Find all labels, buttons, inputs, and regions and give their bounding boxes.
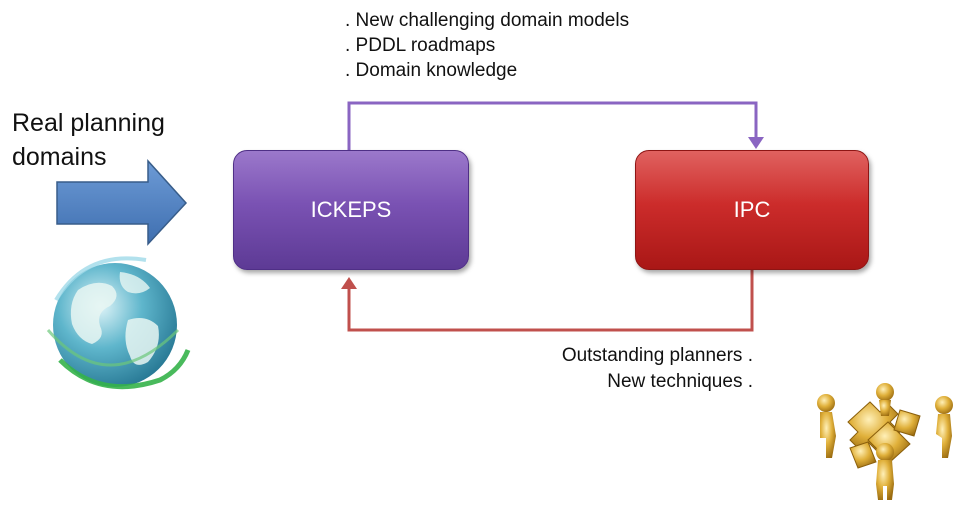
input-label-line: domains	[12, 143, 107, 171]
top-notes: . New challenging domain models . PDDL r…	[345, 8, 629, 83]
edge-ickeps-to-ipc	[347, 101, 764, 150]
node-ickeps-label: ICKEPS	[310, 197, 392, 222]
node-ipc-label: IPC	[733, 197, 771, 222]
globe-icon	[46, 256, 191, 390]
node-ipc: IPC	[635, 150, 869, 270]
bottom-note: Outstanding planners .	[561, 345, 753, 366]
bottom-notes: Outstanding planners . New techniques .	[430, 343, 753, 395]
top-note: . PDDL roadmaps	[345, 35, 496, 56]
input-label: Real planning domains	[12, 106, 165, 174]
people-puzzle-icon	[817, 383, 953, 500]
node-ickeps: ICKEPS	[233, 150, 469, 270]
top-note: . Domain knowledge	[345, 60, 518, 81]
edge-ipc-to-ickeps	[341, 268, 754, 332]
input-label-line: Real planning	[12, 109, 165, 137]
top-note: . New challenging domain models	[345, 10, 630, 31]
bottom-note: New techniques .	[607, 371, 753, 392]
input-arrow	[56, 159, 188, 246]
